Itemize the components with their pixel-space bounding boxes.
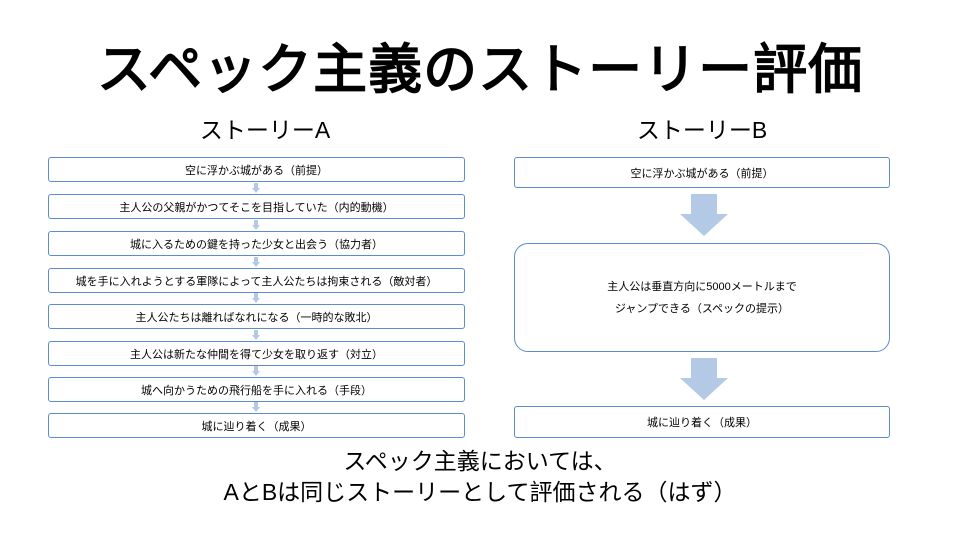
story-b-step-premise: 空に浮かぶ城がある（前提） bbox=[514, 157, 890, 188]
down-arrow-icon bbox=[252, 402, 260, 412]
story-a-step: 主人公たちは離ればなれになる（一時的な敗北） bbox=[48, 304, 465, 329]
down-arrow-icon bbox=[680, 194, 728, 236]
spec-line-2: ジャンプできる（スペックの提示） bbox=[614, 302, 790, 315]
down-arrow-icon bbox=[252, 293, 260, 303]
story-b-step-spec: 主人公は垂直方向に5000メートルまで ジャンプできる（スペックの提示） bbox=[514, 243, 890, 352]
conclusion-text: スペック主義においては、 AとBは同じストーリーとして評価される（はず） bbox=[0, 446, 960, 508]
down-arrow-icon bbox=[252, 257, 260, 267]
spec-line-1: 主人公は垂直方向に5000メートルまで bbox=[607, 280, 797, 293]
story-b-step-result: 城に辿り着く（成果） bbox=[514, 406, 890, 438]
down-arrow-icon bbox=[252, 220, 260, 230]
down-arrow-icon bbox=[252, 330, 260, 340]
down-arrow-icon bbox=[252, 183, 260, 193]
story-b-heading: ストーリーB bbox=[636, 117, 768, 143]
story-a-step: 主人公は新たな仲間を得て少女を取り返す（対立） bbox=[48, 341, 465, 366]
down-arrow-icon bbox=[252, 366, 260, 376]
story-a-step: 空に浮かぶ城がある（前提） bbox=[48, 157, 465, 182]
story-a-step: 主人公の父親がかつてそこを目指していた（内的動機） bbox=[48, 194, 465, 219]
story-a-step: 城に入るための鍵を持った少女と出会う（協力者） bbox=[48, 231, 465, 256]
down-arrow-icon bbox=[680, 358, 728, 400]
conclusion-line-1: スペック主義においては、 bbox=[343, 448, 617, 474]
story-a-step: 城を手に入れようとする軍隊によって主人公たちは拘束される（敵対者） bbox=[48, 268, 465, 293]
slide-title: スペック主義のストーリー評価 bbox=[96, 40, 864, 100]
story-a-step: 城に辿り着く（成果） bbox=[48, 413, 465, 438]
story-a-heading: ストーリーA bbox=[199, 117, 331, 143]
conclusion-line-2: AとBは同じストーリーとして評価される（はず） bbox=[223, 479, 737, 505]
story-a-step: 城へ向かうための飛行船を手に入れる（手段） bbox=[48, 377, 465, 402]
